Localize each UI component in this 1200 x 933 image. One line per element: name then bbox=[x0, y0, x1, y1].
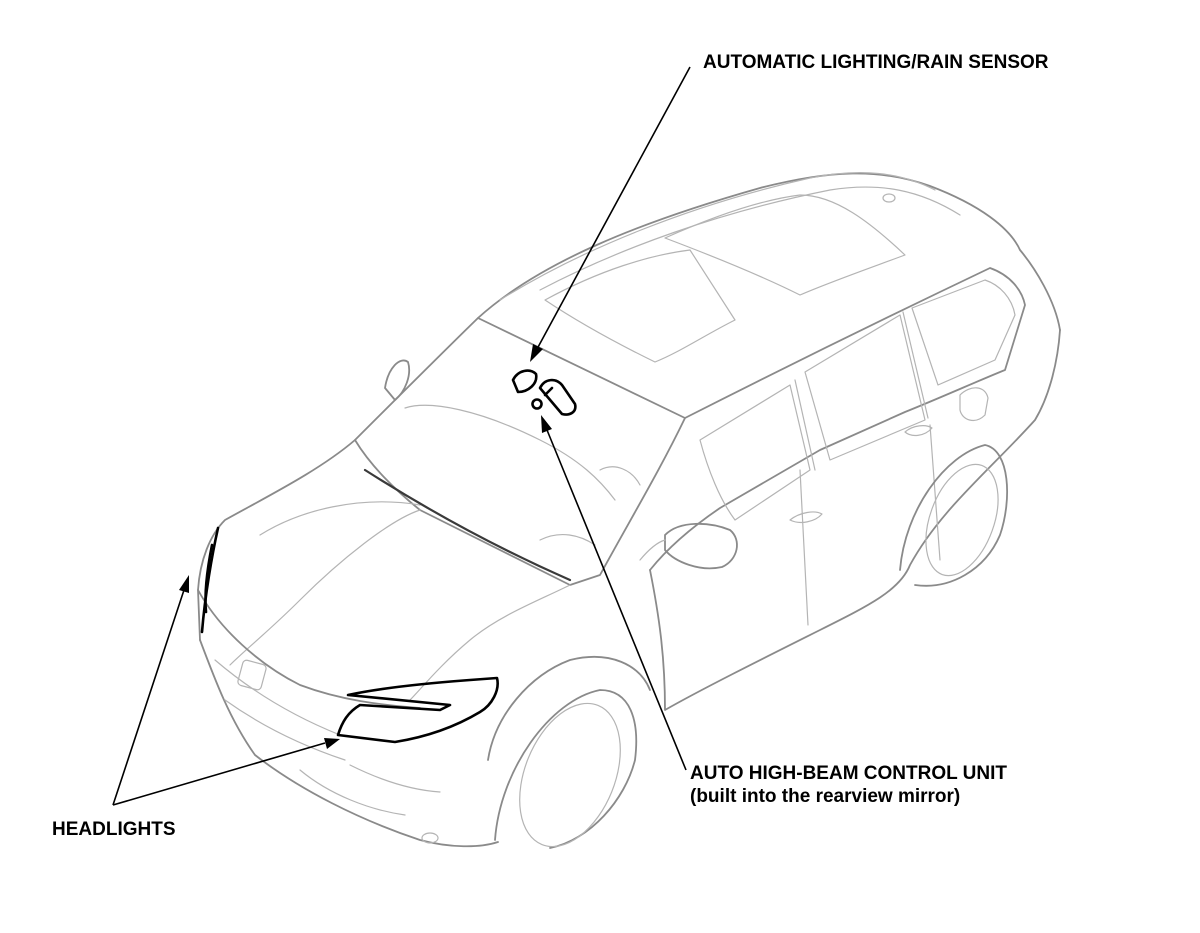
highbeam-sublabel: (built into the rearview mirror) bbox=[690, 786, 961, 807]
vehicle-body bbox=[197, 172, 1061, 849]
headlight-left bbox=[200, 526, 220, 634]
rain-sensor bbox=[511, 369, 538, 394]
headlight-right bbox=[336, 676, 499, 744]
leader-highbeam bbox=[541, 415, 687, 771]
leader-sensor bbox=[530, 66, 691, 362]
sensor-label: AUTOMATIC LIGHTING/RAIN SENSOR bbox=[703, 52, 1049, 73]
leader-headlights bbox=[112, 575, 340, 806]
highbeam-label: AUTO HIGH-BEAM CONTROL UNIT bbox=[690, 763, 1008, 784]
headlights-label: HEADLIGHTS bbox=[52, 819, 176, 840]
rearview-mirror bbox=[531, 378, 577, 416]
